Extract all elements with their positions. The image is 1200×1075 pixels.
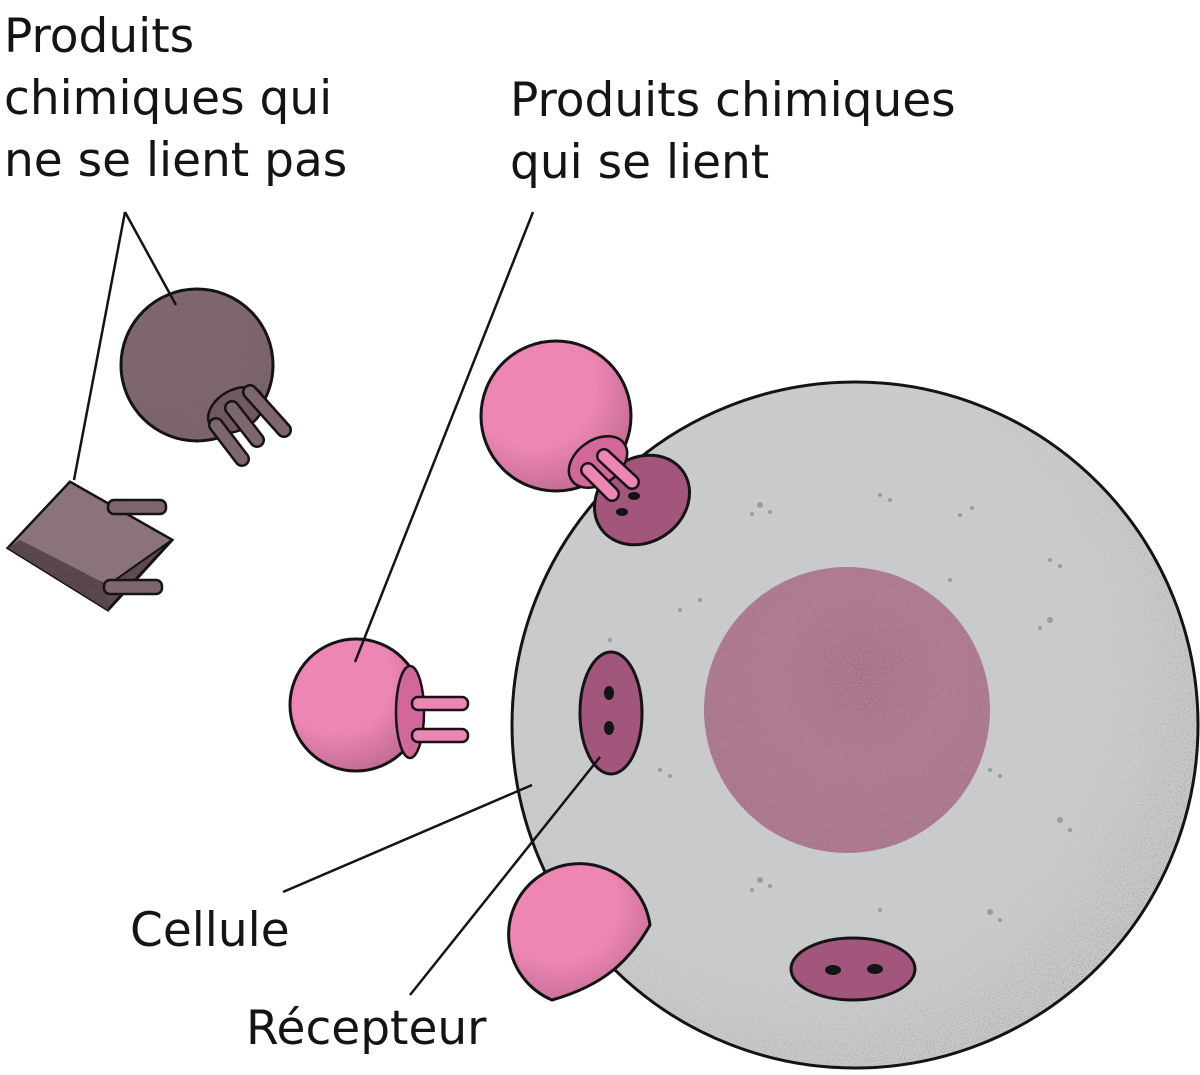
label-non-binding-line-3: ne se lient pas <box>4 133 348 188</box>
label-non-binding-chemicals: Produits chimiques qui ne se lient pas <box>4 6 347 192</box>
non-binding-chemical-cube <box>5 480 175 612</box>
leader-non-binding-sphere <box>123 211 178 306</box>
label-binding-chemicals: Produits chimiques qui se lient <box>510 70 956 194</box>
leader-cell <box>282 783 533 894</box>
label-binding-line-2: qui se lient <box>510 135 770 190</box>
binding-chemical-bottom <box>507 862 652 1002</box>
label-non-binding-line-2: chimiques qui <box>4 71 333 126</box>
label-receptor: Récepteur <box>246 1001 487 1056</box>
label-binding-line-1: Produits chimiques <box>510 73 956 128</box>
nucleus <box>704 567 990 853</box>
binding-chemical-middle <box>288 637 470 773</box>
leader-binding <box>353 211 535 663</box>
receptor-middle <box>578 650 644 776</box>
receptor-bottom <box>789 936 917 1002</box>
label-non-binding-line-1: Produits <box>4 9 195 64</box>
non-binding-chemical-sphere <box>119 287 292 467</box>
leader-non-binding-cube <box>72 211 127 481</box>
label-cell: Cellule <box>130 903 290 958</box>
binding-chemical-top <box>479 339 640 502</box>
cell-speckles <box>608 493 1072 922</box>
leader-receptor <box>409 756 601 996</box>
leader-lines <box>72 211 601 996</box>
